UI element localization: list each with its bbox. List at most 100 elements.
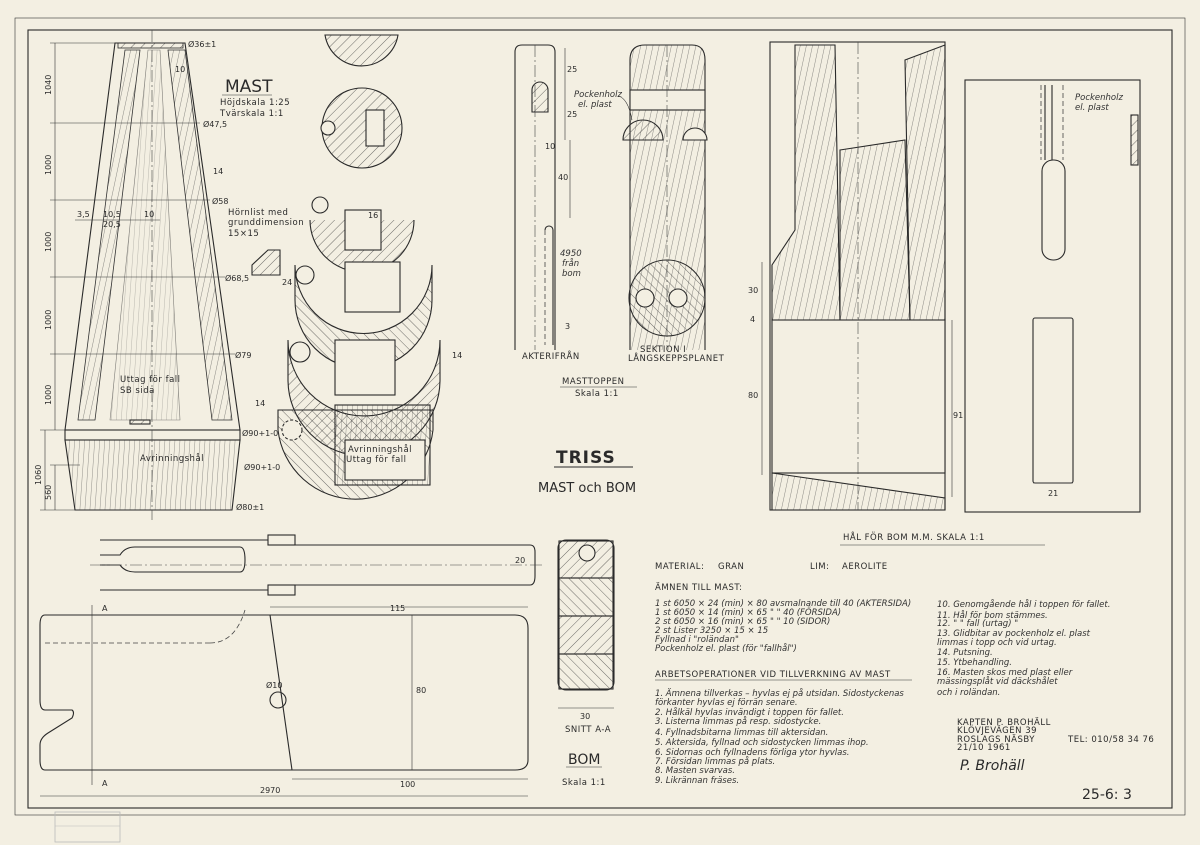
- boom-hole-dim: 30: [748, 286, 758, 295]
- operation-item: 14. Putsning.: [937, 648, 993, 658]
- section-marker: A: [102, 779, 108, 788]
- pocken-leader-line: [617, 95, 633, 121]
- operation-item: 16. Masten skos med plast eller: [937, 668, 1073, 678]
- masttop-dim: 25: [567, 65, 577, 74]
- masttop-title: MASTTOPPEN: [562, 377, 624, 387]
- glue-value: AEROLITE: [842, 562, 888, 572]
- boom-hole-dim: 4: [750, 315, 755, 324]
- boom-dim: 20: [515, 556, 525, 565]
- author-street: KLÖVJEVÄGEN 39: [957, 725, 1037, 736]
- blank-item: 2 st Lister 3250 × 15 × 15: [655, 626, 768, 636]
- pocken-label: Pockenholz: [574, 90, 622, 100]
- boom-dim: 115: [390, 604, 405, 613]
- title-block: TRISS MAST och BOM: [538, 448, 636, 496]
- material-label: MATERIAL:: [655, 562, 704, 572]
- boom-scale: Skala 1:1: [562, 778, 606, 788]
- section-dim: 24: [282, 278, 292, 287]
- masttop-dim: 10: [545, 142, 555, 151]
- boom-dim: 100: [400, 780, 415, 789]
- slot-note: från: [562, 258, 579, 269]
- operation-item: 13. Glidbitar av pockenholz el. plast: [937, 629, 1091, 639]
- author-city: ROSLAGS NÄSBY: [957, 734, 1035, 745]
- mast-height-dim: 1040: [44, 75, 53, 95]
- diameter-label: Ø47,5: [203, 119, 227, 129]
- operation-item: 12. " " fall (urtag) ": [937, 619, 1018, 629]
- section-dim: 14: [452, 351, 462, 360]
- boom-hole-title: HÅL FÖR BOM M.M. SKALA 1:1: [843, 531, 985, 543]
- operation-item: mässingsplåt vid däckshålet: [937, 676, 1058, 687]
- masttop-dim: 25: [567, 110, 577, 119]
- mast-height-dim: 1000: [44, 232, 53, 252]
- drain-hole-label: Avrinningshål: [140, 453, 204, 464]
- mast-height-dim: 1060: [34, 465, 43, 485]
- corner-strip-label: 15×15: [228, 229, 259, 239]
- view-aft-label: AKTERIFRÅN: [522, 350, 580, 362]
- blank-item: 1 st 6050 × 24 (min) × 80 avsmalnande ti…: [655, 599, 911, 609]
- pocken-label: Pockenholz: [1075, 93, 1123, 103]
- sheet-border: [14, 17, 1186, 816]
- author-name: KAPTEN P. BROHÄLL: [957, 717, 1051, 728]
- view-section-label: LÅNGSKEPPSPLANET: [628, 352, 725, 364]
- mast-height-dim: 1000: [44, 155, 53, 175]
- operation-item: 1. Ämnena tillverkas – hyvlas ej på utsi…: [655, 688, 904, 699]
- corner-strip-label: Hörnlist med: [228, 208, 288, 218]
- glue-label: LIM:: [810, 562, 829, 572]
- wall-dim: 3,5: [77, 210, 90, 219]
- boom-drawing: 20 A A 115 80 Ø10 100 2970 30 SNITT A-A …: [39, 534, 615, 797]
- operation-item: 9. Likrännan fräses.: [655, 776, 739, 786]
- operation-item: 6. Sidornas och fyllnadens förliga ytor …: [655, 748, 849, 758]
- blank-item: 1 st 6050 × 14 (min) × 65 " " 40 (FÖRSID…: [655, 607, 841, 618]
- boom-hole-dim: 21: [1048, 489, 1058, 498]
- author-date: 21/10 1961: [957, 743, 1011, 753]
- section-drain-label: Avrinningshål: [348, 444, 412, 455]
- operation-item: 3. Listerna limmas på resp. sidostycke.: [655, 716, 821, 727]
- slot-note: bom: [562, 269, 581, 279]
- drawing-title: TRISS: [556, 448, 616, 468]
- blanks-heading: ÄMNEN TILL MAST:: [655, 582, 742, 593]
- operation-item: 11. Hål för bom stämmes.: [937, 610, 1048, 621]
- mast-title: MAST: [225, 77, 273, 97]
- wall-dim: 14: [213, 167, 223, 176]
- wall-dim: 10: [175, 65, 185, 74]
- corner-strip-section: [251, 249, 281, 276]
- operation-item: och i roländan.: [937, 688, 1000, 698]
- operation-item: 15. Ytbehandling.: [937, 658, 1012, 668]
- operation-item: 4. Fyllnadsbitarna limmas till aktersida…: [655, 728, 828, 738]
- boom-dim: Ø10: [266, 680, 282, 690]
- mast-height-scale: Höjdskala 1:25: [220, 98, 290, 108]
- blank-item: Fyllnad i "roländan": [655, 635, 739, 645]
- section-label: SNITT A-A: [565, 725, 611, 735]
- diameter-label: Ø80±1: [236, 502, 264, 512]
- wall-dim: 10,5: [103, 210, 121, 219]
- drawing-number: 25-6: 3: [1082, 787, 1132, 803]
- diameter-label: Ø79: [235, 350, 251, 360]
- operation-item: 5. Aktersida, fyllnad och sidostycken li…: [655, 738, 869, 748]
- pocken-label: el. plast: [578, 100, 612, 110]
- view-section-label: SEKTION I: [640, 345, 686, 355]
- mast-drawing: 1040 1000 1000 1000 1000 1060 560 Ø36±1 …: [34, 30, 304, 520]
- operations-list: ARBETSOPERATIONER VID TILLVERKNING AV MA…: [655, 599, 1110, 786]
- operation-item: förkanter hyvlas ej förrän senare.: [655, 698, 798, 708]
- author-signature: P. Brohäll: [960, 758, 1025, 774]
- operation-item: 7. Försidan limmas på plats.: [655, 756, 775, 767]
- masttop-drawing: 25 25 10 40 3 4950 från bom Pockenholz e…: [514, 44, 725, 399]
- diameter-label: Ø90+1-0: [242, 428, 278, 438]
- author-phone: TEL: 010/58 34 76: [1067, 735, 1154, 745]
- wall-dim: 10: [144, 210, 154, 219]
- section-fall-recess-label: Uttag för fall: [346, 455, 407, 465]
- diameter-label: Ø58: [212, 196, 228, 206]
- wall-dim: 20,5: [103, 220, 121, 229]
- operation-item: 10. Genomgående hål i toppen för fallet.: [937, 599, 1110, 610]
- mast-height-dim: 560: [44, 485, 53, 500]
- section-width-dim: 30: [580, 712, 590, 721]
- slot-note: 4950: [560, 249, 582, 259]
- blank-item: Pockenholz el. plast (för "fallhål"): [655, 643, 797, 654]
- fall-recess-label: Uttag för fall: [120, 375, 181, 385]
- boom-dim: 80: [416, 686, 426, 695]
- operation-item: 2. Hålkäl hyvlas invändigt i toppen för …: [655, 707, 844, 718]
- corner-strip-label: grunddimension: [228, 218, 304, 228]
- materials-list: MATERIAL: GRAN LIM: AEROLITE ÄMNEN TILL …: [655, 562, 911, 654]
- masttop-dim: 40: [558, 173, 568, 182]
- masttop-dim: 3: [565, 322, 570, 331]
